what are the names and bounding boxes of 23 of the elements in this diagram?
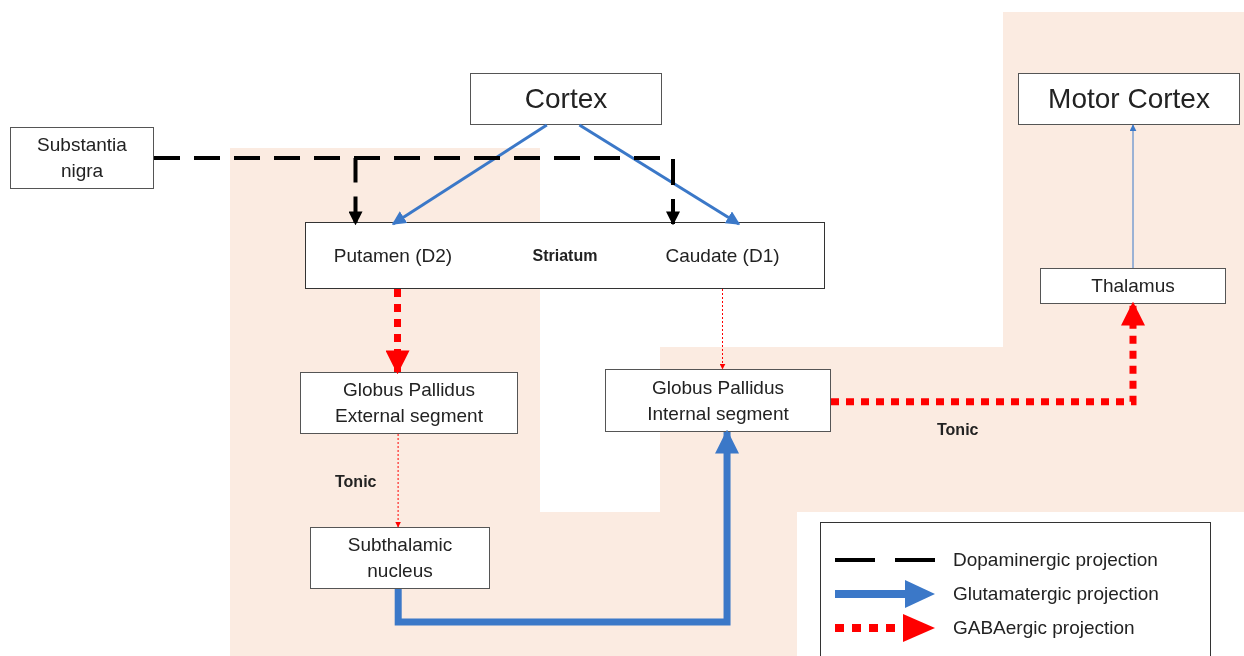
arrow	[719, 288, 726, 370]
process-box: Subthalamic nucleus	[310, 527, 490, 589]
legend-label: Glutamatergic projection	[953, 581, 1159, 606]
edge-label: Tonic	[937, 420, 979, 440]
edge-label: Tonic	[335, 472, 377, 492]
arrow	[831, 301, 1145, 406]
process-box: Motor Cortex	[1018, 73, 1240, 125]
process-box: Substantia nigra	[10, 127, 154, 189]
arrow	[1129, 124, 1137, 269]
group-label: Striatum	[532, 245, 598, 266]
legend-label: Dopaminergic projection	[953, 547, 1158, 572]
process-box: Thalamus	[1040, 268, 1226, 304]
arrow	[391, 123, 548, 226]
arrow	[385, 289, 410, 375]
legend-label: GABAergic projection	[953, 615, 1135, 640]
arrow	[395, 433, 402, 528]
process-box: Globus Pallidus Internal segment	[605, 369, 831, 432]
process-box: Cortex	[470, 73, 662, 125]
arrow	[578, 123, 741, 226]
node-label: Putamen (D2)	[333, 242, 453, 271]
group-box	[305, 222, 825, 289]
node-label: Caudate (D1)	[665, 242, 780, 271]
process-box: Globus Pallidus External segment	[300, 372, 518, 434]
